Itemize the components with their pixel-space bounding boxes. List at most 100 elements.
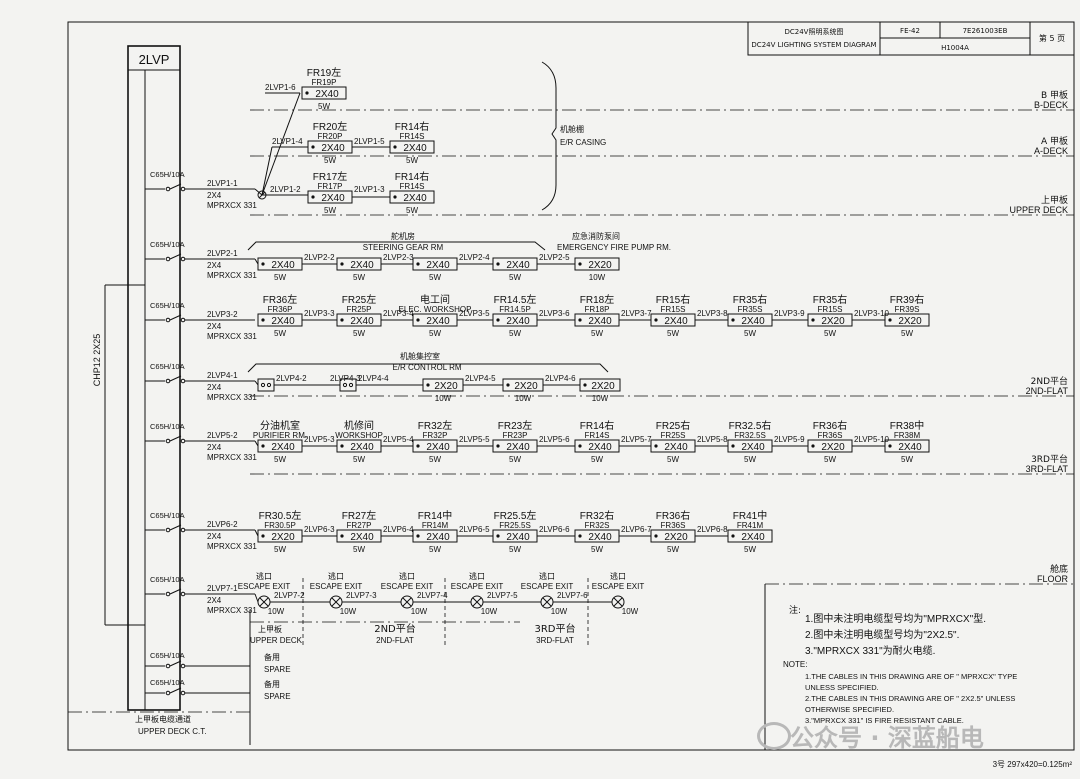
link-label: 2LVP1-4 bbox=[272, 137, 303, 146]
fixture-tag: FR36S bbox=[661, 521, 686, 530]
link-label: 2LVP6-5 bbox=[459, 525, 490, 534]
fixture-dot bbox=[340, 444, 344, 448]
link-label: 2LVP3-4 bbox=[383, 309, 414, 318]
cable-size: 2X4 bbox=[207, 191, 222, 200]
fixture-dot bbox=[340, 318, 344, 322]
link-label: 2LVP5-6 bbox=[539, 435, 570, 444]
fixture-watt: 10W bbox=[592, 394, 609, 403]
fixture-watt: 10W bbox=[589, 273, 606, 282]
fixture-dot bbox=[654, 534, 658, 538]
fixture-tag: FR39S bbox=[895, 305, 920, 314]
link-label: 2LVP1-5 bbox=[354, 137, 385, 146]
breaker-switch bbox=[169, 524, 182, 531]
spare-cn: 备用 bbox=[264, 652, 280, 662]
cable-size: 2X4 bbox=[207, 443, 222, 452]
area-bracket bbox=[247, 363, 609, 373]
fixture-watt: 10W bbox=[515, 394, 532, 403]
deck-label-cn: 舱底 bbox=[1050, 563, 1068, 575]
fixture-watt: 5W bbox=[509, 273, 521, 282]
fixture-name: FR14右 bbox=[395, 170, 429, 183]
link-label: 2LVP7-4 bbox=[417, 591, 448, 600]
breaker-switch bbox=[169, 375, 182, 382]
fixture-name: FR14右 bbox=[395, 120, 429, 133]
breaker-contact bbox=[165, 378, 171, 384]
exit-watt: 10W bbox=[622, 607, 639, 616]
fixture-type: 2X40 bbox=[321, 193, 345, 204]
fixture-type: 2X40 bbox=[271, 442, 295, 453]
exit-en: ESCAPE EXIT bbox=[592, 582, 645, 591]
exit-en: ESCAPE EXIT bbox=[521, 582, 574, 591]
breaker-contact bbox=[165, 438, 171, 444]
zone-en: 2ND-FLAT bbox=[376, 636, 414, 645]
ct-cn: 上甲板电缆通道 bbox=[135, 714, 191, 724]
fixture-type: 2X40 bbox=[350, 442, 374, 453]
deck-label-en: 2ND-FLAT bbox=[1026, 386, 1069, 396]
link-label: 2LVP1-2 bbox=[270, 185, 301, 194]
breaker-contact bbox=[180, 690, 186, 696]
fixture-dot bbox=[261, 444, 265, 448]
fixture-type: 2X20 bbox=[591, 381, 615, 392]
lamp-cross bbox=[472, 597, 482, 607]
exit-en: ESCAPE EXIT bbox=[451, 582, 504, 591]
spare-rating: C65H/10A bbox=[150, 651, 185, 660]
fixture-type: 2X40 bbox=[426, 442, 450, 453]
casing-cn: 机舱棚 bbox=[560, 124, 584, 134]
breaker-contact bbox=[165, 663, 171, 669]
breaker-contact bbox=[180, 256, 186, 262]
circuit-wire bbox=[254, 529, 259, 537]
link-label: 2LVP5-10 bbox=[854, 435, 890, 444]
fixture-dot bbox=[416, 444, 420, 448]
breaker-contact bbox=[165, 317, 171, 323]
link-label: 2LVP5-3 bbox=[304, 435, 335, 444]
fixture-watt: 5W bbox=[429, 455, 441, 464]
fixture-watt: 5W bbox=[509, 329, 521, 338]
exit-watt: 10W bbox=[411, 607, 428, 616]
deck-label-cn: 上甲板 bbox=[1041, 194, 1068, 206]
fixture-name: FR25右 bbox=[656, 419, 690, 432]
link-label: 2LVP3-3 bbox=[304, 309, 335, 318]
fixture-dot bbox=[393, 145, 397, 149]
light-fixture bbox=[579, 378, 621, 392]
fixture-name: FR18左 bbox=[580, 293, 614, 306]
fixture-type: 2X40 bbox=[588, 532, 612, 543]
fixture-tag: FR35S bbox=[738, 305, 763, 314]
fixture-type: 2X40 bbox=[403, 143, 427, 154]
fixture-dot bbox=[426, 383, 430, 387]
socket-pin bbox=[348, 382, 354, 388]
fixture-tag: FR41M bbox=[737, 521, 764, 530]
circuit-wire bbox=[254, 593, 259, 603]
fixture-watt: 5W bbox=[324, 206, 336, 215]
fixture-type: 2X20 bbox=[271, 532, 295, 543]
fixture-tag: FR15S bbox=[818, 305, 843, 314]
breaker-switch bbox=[169, 588, 182, 595]
note-cn: 2.图中未注明电缆型号均为"2X2.5". bbox=[805, 628, 959, 641]
fixture-type: 2X40 bbox=[426, 532, 450, 543]
link-label: 2LVP6-3 bbox=[304, 525, 335, 534]
fixture-name: FR32右 bbox=[580, 509, 614, 522]
area-bracket bbox=[247, 241, 546, 251]
spare-rating: C65H/10A bbox=[150, 678, 185, 687]
fixture-dot bbox=[311, 195, 315, 199]
fixture-type: 2X40 bbox=[741, 316, 765, 327]
link-label: 2LVP7-3 bbox=[346, 591, 377, 600]
exit-watt: 10W bbox=[268, 607, 285, 616]
fixture-tag: FR15S bbox=[661, 305, 686, 314]
fixture-dot bbox=[731, 444, 735, 448]
fixture-type: 2X40 bbox=[506, 532, 530, 543]
exit-cn: 逃口 bbox=[256, 571, 272, 581]
fixture-type: 2X20 bbox=[821, 442, 845, 453]
zone-en: 3RD-FLAT bbox=[536, 636, 574, 645]
fixture-type: 2X40 bbox=[403, 193, 427, 204]
fixture-dot bbox=[654, 444, 658, 448]
fixture-dot bbox=[731, 534, 735, 538]
fixture-tag: FR19P bbox=[312, 78, 337, 87]
breaker-contact bbox=[180, 527, 186, 533]
feeder-cable: CHP12 2X25 bbox=[92, 334, 102, 387]
fixture-dot bbox=[496, 262, 500, 266]
exit-cn: 逃口 bbox=[328, 571, 344, 581]
fixture-dot bbox=[261, 534, 265, 538]
deck-label-cn: 3RD平台 bbox=[1031, 453, 1068, 465]
note-cn: 3."MPRXCX 331"为耐火电缆. bbox=[805, 644, 935, 657]
circuit-wire bbox=[261, 146, 273, 196]
link-label: 2LVP6-4 bbox=[383, 525, 414, 534]
